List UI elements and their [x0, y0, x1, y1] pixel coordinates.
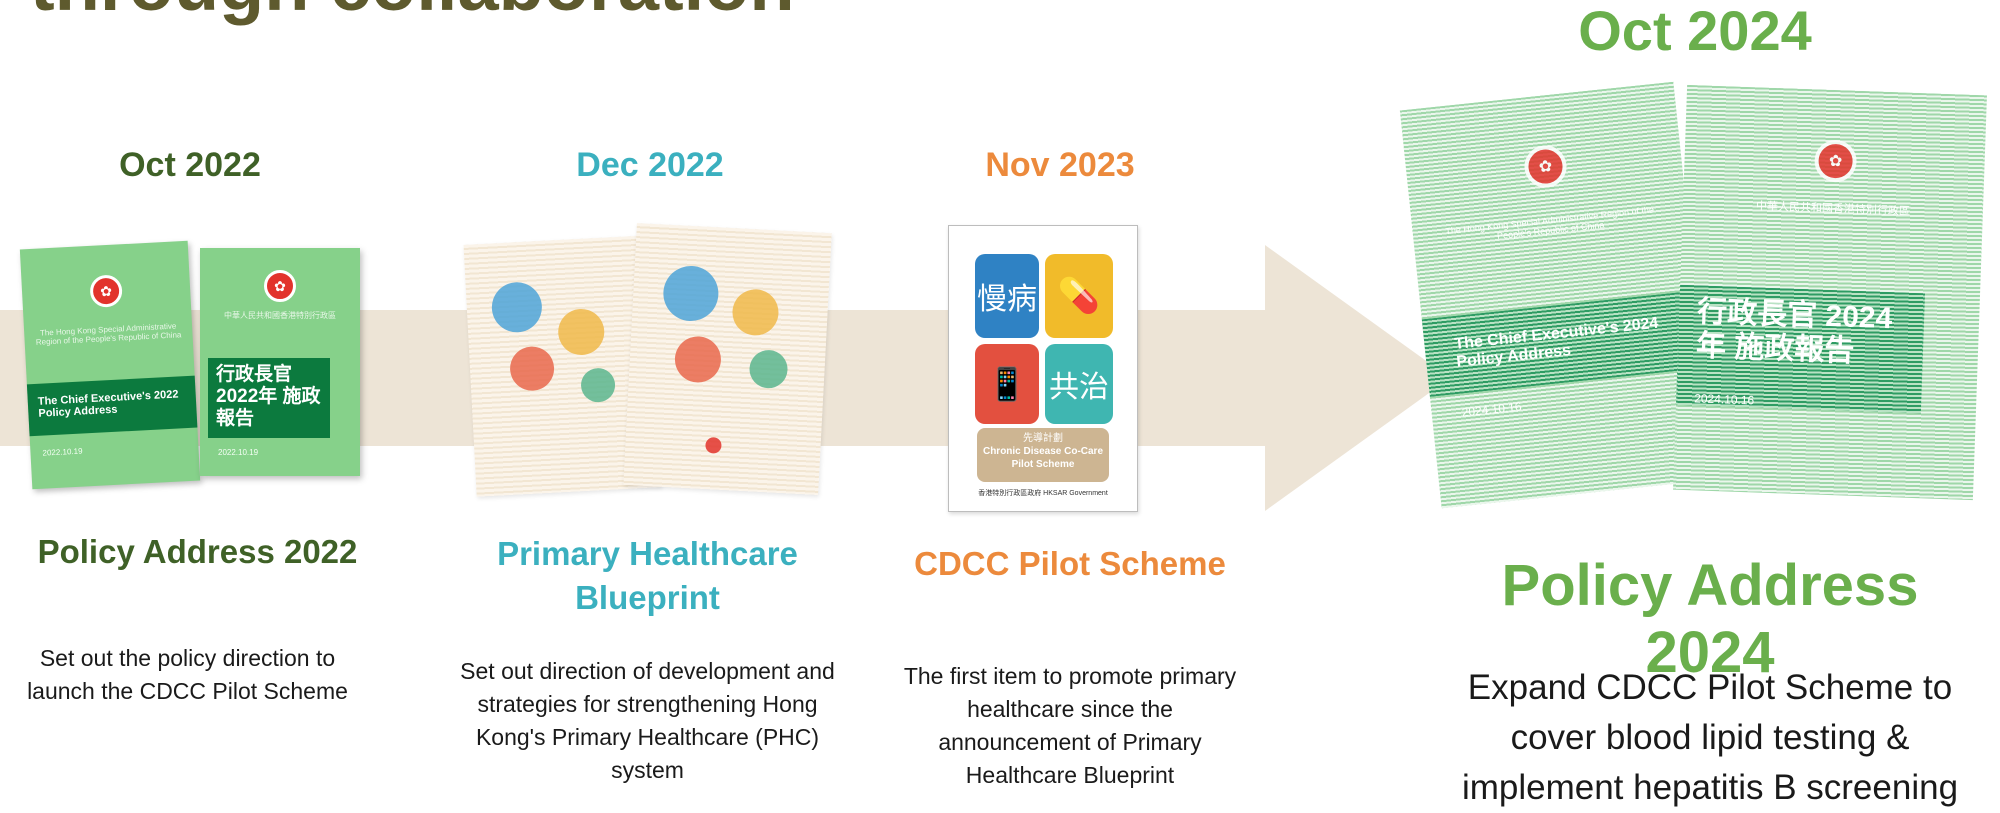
emblem-icon: ✿ — [1813, 139, 1858, 183]
cdcc-label: 先導計劃 Chronic Disease Co-Care Pilot Schem… — [977, 428, 1109, 482]
milestone-desc-2: Set out direction of development and str… — [460, 658, 835, 783]
cover-header-zh-2024: 中華人民共和國香港特別行政區 — [1755, 200, 1911, 218]
milestone-title-1: Policy Address 2022 — [37, 533, 358, 570]
policy-address-2022-en-cover: ✿ The Hong Kong Special Administrative R… — [19, 240, 201, 490]
emblem-icon: ✿ — [1522, 143, 1569, 190]
cover-title-en: The Chief Executive's 2022 Policy Addres… — [26, 375, 198, 437]
cdcc-label-en: Chronic Disease Co-Care Pilot Scheme — [982, 446, 1104, 470]
milestone-desc-3: The first item to promote primary health… — [903, 663, 1237, 788]
milestone-date-3: Nov 2023 — [985, 146, 1135, 184]
cdcc-pilot-scheme-poster: 慢病 💊 📱 共治 先導計劃 Chronic Disease Co-Care P… — [948, 225, 1138, 512]
cover-header-en-2024: The Hong Kong Special Administrative Reg… — [1444, 204, 1655, 241]
puzzle-tile-cocare: 共治 — [1045, 344, 1113, 424]
cover-date-en-2024: 2024.10.16 — [1461, 399, 1523, 420]
milestone-title-4: Policy Address 2024 — [1501, 553, 1919, 685]
cover-date-zh-2024: 2024.10.16 — [1693, 391, 1755, 408]
milestone-desc-1: Set out the policy direction to launch t… — [27, 645, 348, 704]
milestone-desc-4: Expand CDCC Pilot Scheme to cover blood … — [1461, 668, 1959, 807]
cover-header-zh: 中華人民共和國香港特別行政區 — [224, 311, 336, 320]
cover-date-en: 2022.10.19 — [42, 446, 83, 458]
milestone-date-4: Oct 2024 — [1578, 0, 1812, 62]
milestone-title-2: Primary Healthcare Blueprint — [497, 535, 798, 616]
cover-title-en-2024: The Chief Executive's 2024 Policy Addres… — [1421, 290, 1704, 397]
milestone-date-2: Dec 2022 — [576, 146, 724, 184]
cover-header-en: The Hong Kong Special Administrative Reg… — [35, 321, 182, 347]
cover-date-zh: 2022.10.19 — [218, 448, 259, 457]
blueprint-cover-front — [623, 223, 832, 495]
cdcc-footer: 香港特別行政區政府 HKSAR Government — [978, 490, 1108, 497]
milestone-date-1: Oct 2022 — [119, 146, 261, 184]
policy-address-2024-zh-cover: ✿ 中華人民共和國香港特別行政區 行政長官 2024年 施政報告 2024.10… — [1673, 84, 1987, 501]
policy-address-2022-zh-cover: ✿ 中華人民共和國香港特別行政區 行政長官 2022年 施政報告 2022.10… — [200, 248, 360, 476]
policy-address-2024-en-cover: ✿ The Hong Kong Special Administrative R… — [1399, 81, 1716, 509]
cdcc-label-zh: 先導計劃 — [1023, 433, 1063, 444]
milestone-title-3: CDCC Pilot Scheme — [914, 545, 1226, 582]
emblem-icon: ✿ — [264, 270, 296, 302]
glucose-meter-icon: 📱 — [975, 344, 1039, 424]
medication-icon: 💊 — [1045, 254, 1113, 338]
page-title: through collaboration — [30, 0, 795, 27]
puzzle-tile-chronic: 慢病 — [975, 254, 1039, 338]
cover-title-zh: 行政長官 2022年 施政報告 — [208, 358, 330, 438]
emblem-icon: ✿ — [89, 274, 123, 308]
